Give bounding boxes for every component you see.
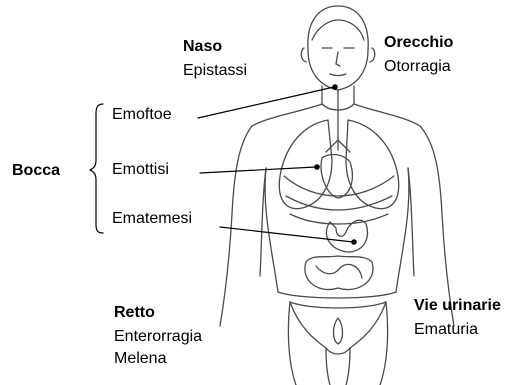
- retto-title: Retto: [114, 304, 155, 322]
- bocca-term-emoftoe: Emoftoe: [112, 106, 172, 124]
- point-lungs: [315, 165, 319, 169]
- orecchio-title: Orecchio: [384, 34, 453, 52]
- point-mouth: [333, 85, 337, 89]
- bocca-brace: [90, 104, 103, 233]
- retto-term-enterorragia: Enterorragia: [114, 328, 202, 346]
- naso-term: Epistassi: [183, 62, 247, 80]
- bocca-title: Bocca: [12, 162, 60, 180]
- vie-urinarie-term: Ematuria: [414, 321, 478, 339]
- pointer-emottisi: [200, 167, 316, 173]
- pointer-ematemesi: [220, 227, 353, 242]
- pointer-emoftoe: [198, 87, 334, 118]
- vie-urinarie-title: Vie urinarie: [414, 297, 501, 315]
- point-stomach: [352, 240, 356, 244]
- naso-title: Naso: [183, 38, 222, 56]
- retto-term-melena: Melena: [114, 350, 166, 368]
- orecchio-term: Otorragia: [384, 58, 451, 76]
- bocca-term-ematemesi: Ematemesi: [112, 210, 192, 228]
- bocca-term-emottisi: Emottisi: [112, 161, 169, 179]
